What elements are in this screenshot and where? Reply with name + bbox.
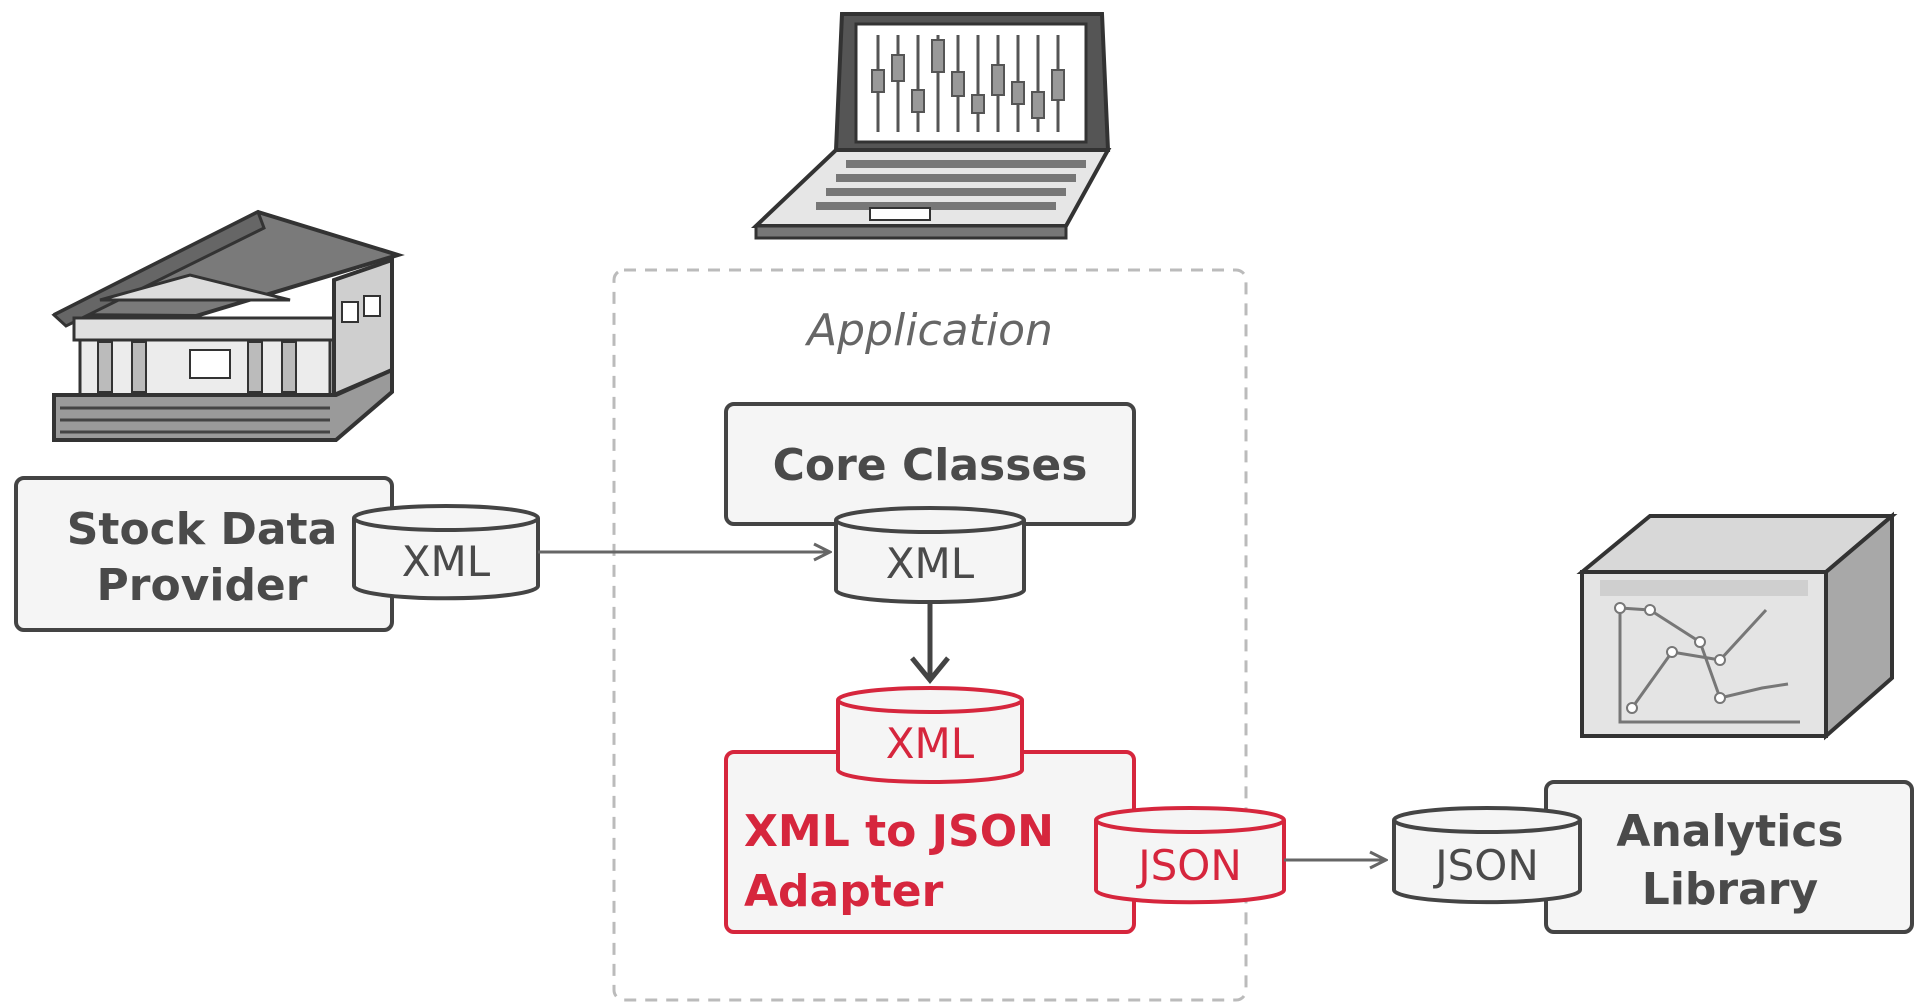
adapter-xml-label: XML [886,719,975,768]
stock-provider-label-line2: Provider [97,560,308,611]
application-boundary [612,268,1248,1002]
application-label: Application [804,305,1053,356]
core-to-adapter-arrow [910,602,950,684]
adapter-label-line1: XML to JSON [744,806,1054,857]
adapter-json-cylinder [1094,806,1286,905]
bank-building-icon [51,209,405,442]
analytics-label-line2: Library [1642,864,1818,915]
analytics-package-icon [1576,511,1898,741]
analytics-label-line1: Analytics [1616,806,1843,857]
analytics-json-cylinder [1392,806,1582,905]
provider-xml-cylinder [352,504,540,601]
core-xml-label: XML [886,539,975,588]
analytics-json-label: JSON [1432,841,1539,890]
core-xml-cylinder [834,506,1026,604]
core-classes-label: Core Classes [773,440,1088,491]
adapter-label-line2: Adapter [744,866,944,917]
stock-provider-label-line1: Stock Data [67,504,338,555]
provider-xml-label: XML [402,537,491,586]
adapter-xml-cylinder [836,686,1024,784]
adapter-json-label: JSON [1135,841,1242,890]
laptop-chart-icon [750,12,1112,240]
